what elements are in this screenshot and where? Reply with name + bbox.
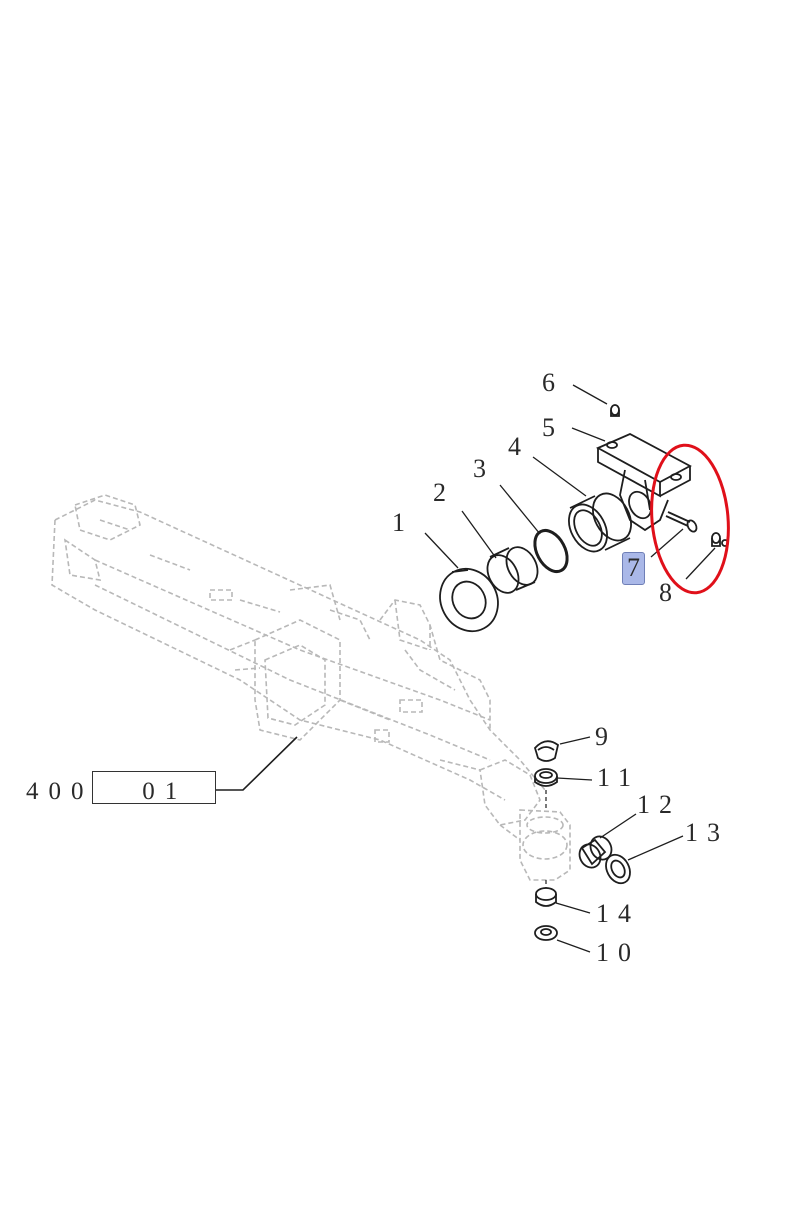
part-10-washer <box>534 925 558 941</box>
reference-left: 400 <box>26 778 94 805</box>
callout-3[interactable]: 3 <box>473 454 495 483</box>
lower-leader-lines <box>555 736 684 953</box>
callout-11[interactable]: 11 <box>597 763 641 792</box>
part-11-washer <box>534 768 558 787</box>
reference-box[interactable] <box>92 771 216 804</box>
callout-13[interactable]: 13 <box>685 818 729 847</box>
lower-parts <box>533 736 684 953</box>
callout-5[interactable]: 5 <box>542 413 564 442</box>
axle-frame <box>51 494 571 881</box>
part-3-o-ring <box>533 528 569 574</box>
upper-parts <box>424 384 729 633</box>
upper-leader-lines <box>424 384 716 580</box>
red-circle-annotation <box>650 443 730 595</box>
part-2-bushing <box>486 546 539 594</box>
callout-12[interactable]: 12 <box>637 790 681 819</box>
callout-10[interactable]: 10 <box>596 938 640 967</box>
part-5-bracket <box>595 433 692 532</box>
callout-2[interactable]: 2 <box>433 478 455 507</box>
callout-6[interactable]: 6 <box>542 368 564 397</box>
part-7-bolt <box>665 511 698 533</box>
part-1-washer <box>439 567 499 633</box>
part-13-washer <box>605 853 631 885</box>
callout-4[interactable]: 4 <box>508 432 530 461</box>
reference-label: 400 01 <box>26 778 187 806</box>
callout-9[interactable]: 9 <box>595 722 617 751</box>
part-6-nut <box>610 404 620 417</box>
part-4-bushing <box>568 492 632 553</box>
reference-leader <box>216 736 298 791</box>
callout-14[interactable]: 14 <box>596 899 640 928</box>
callout-7-highlighted[interactable]: 7 <box>622 552 645 585</box>
part-8-nut <box>711 532 729 547</box>
part-9-cap <box>533 740 560 762</box>
reference-right: 01 <box>142 778 188 805</box>
part-12-bushing <box>578 835 613 869</box>
callout-8[interactable]: 8 <box>659 578 681 607</box>
callout-1[interactable]: 1 <box>392 508 414 537</box>
part-14-bushing <box>535 887 557 907</box>
